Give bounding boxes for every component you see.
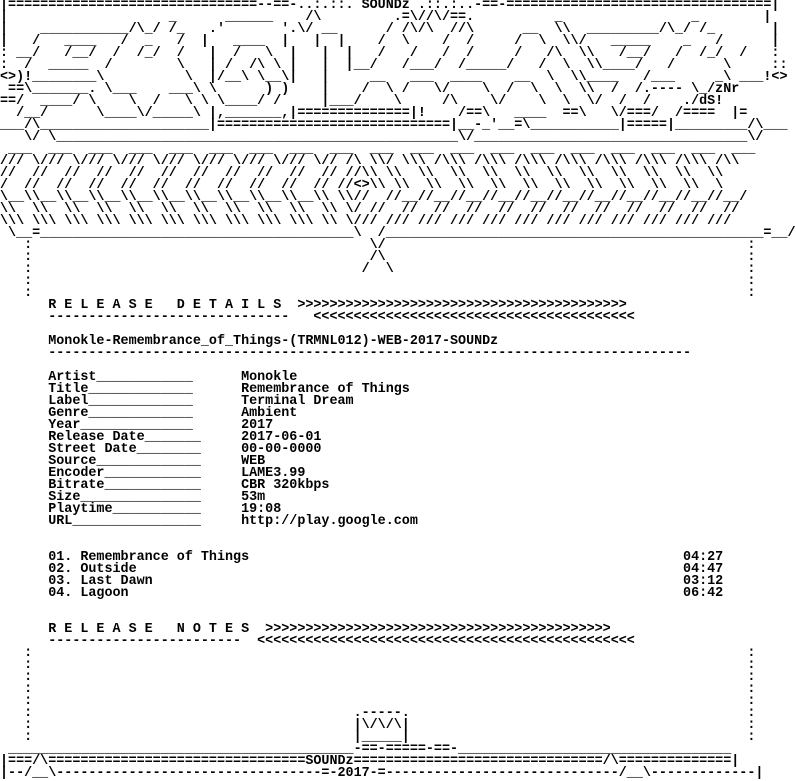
nfo-line: Release Date_______ 2017-06-01 bbox=[0, 430, 322, 445]
nfo-line: Title_____________ Remembrance of Things bbox=[0, 382, 410, 397]
nfo-line: : : bbox=[0, 646, 756, 661]
nfo-line: 01. Remembrance of Things 04:27 bbox=[0, 550, 724, 565]
nfo-line: \/ \____________________________________… bbox=[0, 130, 772, 145]
nfo-line: \\\ \\\ \\\ \\\ \\\ \\\ \\\ \\\ \\\ \\\ … bbox=[0, 214, 732, 229]
nfo-line: | ___________/\_/ /_ .' '.\/ __ / /\/\ /… bbox=[0, 22, 780, 37]
nfo-line: : : bbox=[0, 694, 756, 709]
nfo-line: |===/\================================SO… bbox=[0, 754, 740, 769]
nfo-line: : : bbox=[0, 274, 756, 289]
nfo-line: : |_____| : bbox=[0, 730, 756, 745]
nfo-line: : : bbox=[0, 658, 756, 673]
nfo-line: : : bbox=[0, 682, 756, 697]
nfo-line: R E L E A S E N O T E S >>>>>>>>>>>>>>>>… bbox=[0, 622, 611, 637]
nfo-line: \__=____________________________________… bbox=[0, 226, 796, 241]
nfo-line: 03. Last Dawn 03:12 bbox=[0, 574, 724, 589]
nfo-line: Encoder____________ LAME3.99 bbox=[0, 466, 306, 481]
nfo-line: : : bbox=[0, 670, 756, 685]
nfo-line: \\ \\ \\ \\ \\ \\ \\ \\ \\ \\ \\ \/ // /… bbox=[0, 202, 740, 217]
nfo-line: ________________________________________… bbox=[0, 742, 732, 757]
nfo-line: | / ____ / _ / | ____ | | | / \ / / / \ … bbox=[0, 34, 780, 49]
nfo-line: Label_____________ Terminal Dream bbox=[0, 394, 354, 409]
nfo-line: ==/ ____/ \ \ / \ \ \____/ / |___/ \ /\ … bbox=[0, 94, 724, 109]
nfo-line: Street Date________ 00-00-0000 bbox=[0, 442, 322, 457]
nfo-line: : __/ /__/ / /_/ / | / \ | | | / / / / /… bbox=[0, 46, 780, 61]
nfo-line: ___/\_____________________|=============… bbox=[0, 118, 788, 133]
nfo-line: : : bbox=[0, 286, 756, 301]
nfo-line: URL________________ http://play.google.c… bbox=[0, 514, 418, 529]
nfo-line: ------------------------ <<<<<<<<<<<<<<<… bbox=[0, 634, 635, 649]
nfo-line: |--/__\---------------------------------… bbox=[0, 766, 764, 781]
nfo-line: \__\\__\\__\\__\\__\\__\\__\\__\\__\\__\… bbox=[0, 190, 748, 205]
nfo-line: : / \ : bbox=[0, 262, 756, 277]
nfo-line: ----------------------------------------… bbox=[0, 346, 692, 361]
nfo-line: : /\ : bbox=[0, 250, 756, 265]
nfo-line: Bitrate____________ CBR 320kbps bbox=[0, 478, 330, 493]
nfo-line: 02. Outside 04:47 bbox=[0, 562, 724, 577]
nfo-line: ==\_______. \___ ___\ \ ) ) | / \ / \/ \… bbox=[0, 82, 740, 97]
nfo-line: Size_______________ 53m bbox=[0, 490, 266, 505]
nfo-line: Artist____________ Monokle bbox=[0, 370, 298, 385]
nfo-line: : \/ : bbox=[0, 238, 756, 253]
nfo-line: /// \/// \/// \/// \/// \/// \/// \/// \… bbox=[0, 154, 740, 169]
nfo-line: <>)!________\ \ |/__\ \__\| | __ ___ ___… bbox=[0, 70, 788, 85]
nfo-line: Monokle-Remembrance_of_Things-(TRMNL012)… bbox=[0, 334, 499, 349]
nfo-line: R E L E A S E D E T A I L S >>>>>>>>>>>>… bbox=[0, 298, 627, 313]
nfo-line: / // // // // // // // // // // //<>\\ \… bbox=[0, 178, 724, 193]
nfo-line: /__/ \____\/_____\ |,_______,|==========… bbox=[0, 106, 748, 121]
nfo-line bbox=[0, 600, 640, 612]
nfo-line: ------------------------------ <<<<<<<<<… bbox=[0, 310, 635, 325]
nfo-line: : |\/\/\| : bbox=[0, 718, 756, 733]
nfo-line: : / _____ / \ | / /\ \ | | |__/ /___/ /_… bbox=[0, 58, 788, 73]
nfo-line: : .-----. : bbox=[0, 706, 756, 721]
nfo-line: ___ ___ ___ ___ ___ ___ ___ ___ ___ ___ … bbox=[0, 142, 756, 157]
nfo-line: Source_____________ WEB bbox=[0, 454, 266, 469]
nfo-line: // // // // // // // // // // // //\\ \\… bbox=[0, 166, 724, 181]
nfo-line bbox=[0, 528, 640, 540]
nfo-line: 04. Lagoon 06:42 bbox=[0, 586, 724, 601]
nfo-line: Playtime___________ 19:08 bbox=[0, 502, 282, 517]
nfo-line: Year______________ 2017 bbox=[0, 418, 274, 433]
nfo-line: Genre_____________ Ambient bbox=[0, 406, 298, 421]
nfo-line: | _ ______ /\ .=\//\/==. _ _ | bbox=[0, 10, 772, 25]
